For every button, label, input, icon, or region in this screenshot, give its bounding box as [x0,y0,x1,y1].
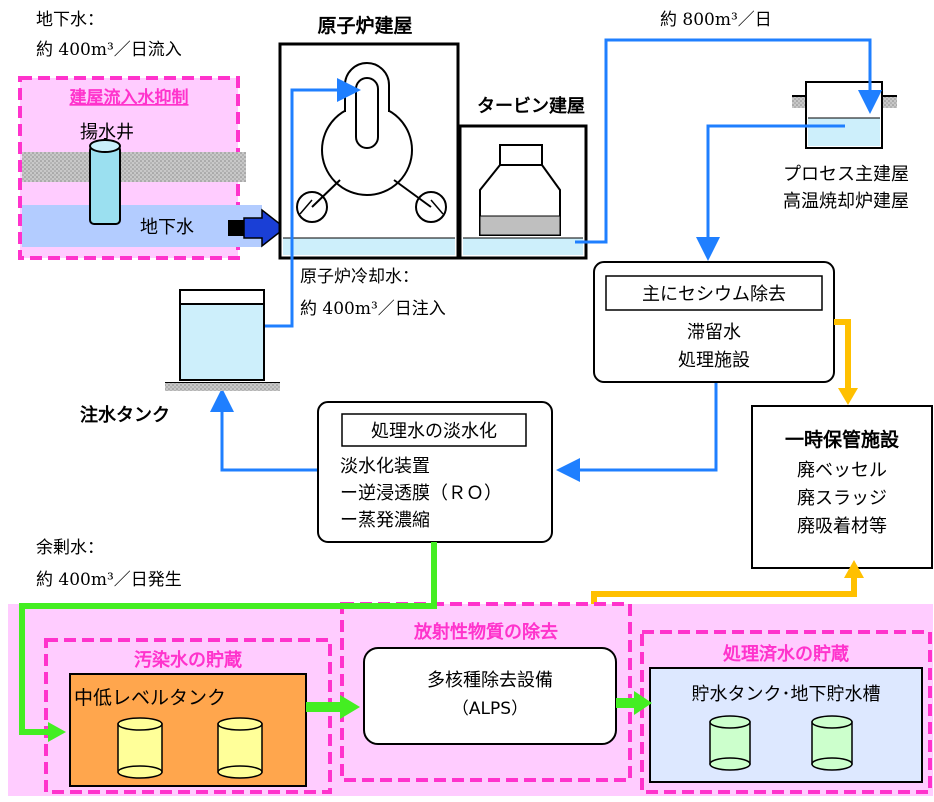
flow-to-injection-arrow [210,388,318,472]
desal-title: 処理水の淡水化 [371,421,497,442]
process-building: 約 800m³／日 プロセス主建屋 高温焼却炉建屋 [660,10,909,212]
flow-to-reactor-arrow [240,78,361,328]
pumping-well-label: 揚水井 [80,122,134,143]
blue-flow-lines [210,38,882,482]
surplus-title: 余剰水： [36,538,104,558]
tank-cylinder-icon [117,717,163,779]
temporary-storage-facility: 一時保管施設 廃ベッセル 廃スラッジ 廃吸着材等 [751,405,933,569]
turbine-building-label: タービン建屋 [477,95,585,117]
process-flow-label: 約 800m³／日 [660,10,772,30]
tank-cylinder-icon [811,715,853,771]
temp-storage-line-3: 廃吸着材等 [797,516,887,537]
contaminated-storage-label: 汚染水の貯蔵 [134,649,242,671]
tank-to-alps-arrow [306,695,360,719]
surplus-amount: 約 400m³／日発生 [36,570,182,590]
mid-low-tank-label: 中低レベルタンク [74,687,226,709]
process-building-label-2: 高温焼却炉建屋 [783,191,909,212]
groundwater-label: 地下水 [140,217,194,238]
coolant-title: 原子炉冷却水： [300,267,419,287]
alps-facility [363,647,617,745]
temp-storage-title: 一時保管施設 [785,428,900,451]
surplus-to-tank-arrow [19,542,437,735]
cesium-title: 主にセシウム除去 [642,284,786,305]
flow-to-cesium-arrow [696,124,845,261]
treated-storage-label: 処理済水の貯蔵 [723,643,849,665]
reactor-building-label: 原子炉建屋 [317,14,412,37]
tank-cylinder-icon [217,717,263,779]
desalination-facility: 処理水の淡水化 淡水化装置 ー逆浸透膜（ＲＯ） ー蒸発濃縮 [317,401,553,543]
coolant-amount: 約 400m³／日注入 [300,299,446,319]
alps-label-1: 多核種除去設備 [427,670,553,691]
alps-label-2: （ALPS） [452,699,528,719]
inflow-control-label: 建屋流入水抑制 [70,87,189,108]
storage-area: 汚染水の貯蔵 中低レベルタンク 放射性物質の除去 多核種除去設備 （ALPS） … [8,602,933,796]
tank-cylinder-icon [709,715,751,771]
groundwater-inflow-title: 地下水： [36,10,104,30]
flow-to-process-arrow [575,38,882,244]
temp-storage-line-2: 廃スラッジ [797,488,887,509]
pumping-well-icon [89,139,121,225]
inflow-control-area: 建屋流入水抑制 揚水井 地下水 [18,76,287,260]
injection-tank: 注水タンク [80,289,280,426]
storage-tanks-label: 貯水タンク･地下貯水槽 [692,684,881,705]
radioactive-removal-label: 放射性物質の除去 [413,621,558,643]
cesium-line-1: 滞留水 [687,322,741,343]
cesium-line-2: 処理施設 [678,350,750,371]
storage-tanks-box [649,667,923,783]
desal-line-3: ー蒸発濃縮 [340,510,430,531]
alps-to-storage-green-arrow [616,691,652,715]
desal-line-2: ー逆浸透膜（ＲＯ） [340,483,502,504]
process-building-label-1: プロセス主建屋 [783,164,909,185]
mid-low-level-tank [69,673,307,787]
green-flow-lines [19,542,652,742]
reactor-building: 原子炉建屋 [278,14,460,260]
cesium-to-storage-arrow [834,319,851,392]
flow-to-desal-arrow [556,380,718,482]
injection-tank-label: 注水タンク [80,404,170,426]
turbine-building: タービン建屋 [458,95,588,260]
groundwater-inflow-amount: 約 400m³／日流入 [36,40,182,60]
groundwater-inflow-arrow [228,208,287,248]
temp-storage-line-1: 廃ベッセル [797,460,887,481]
cesium-removal-facility: 主にセシウム除去 滞留水 処理施設 [593,261,835,383]
desal-line-1: 淡水化装置 [340,456,430,477]
turbine-icon [479,144,561,236]
